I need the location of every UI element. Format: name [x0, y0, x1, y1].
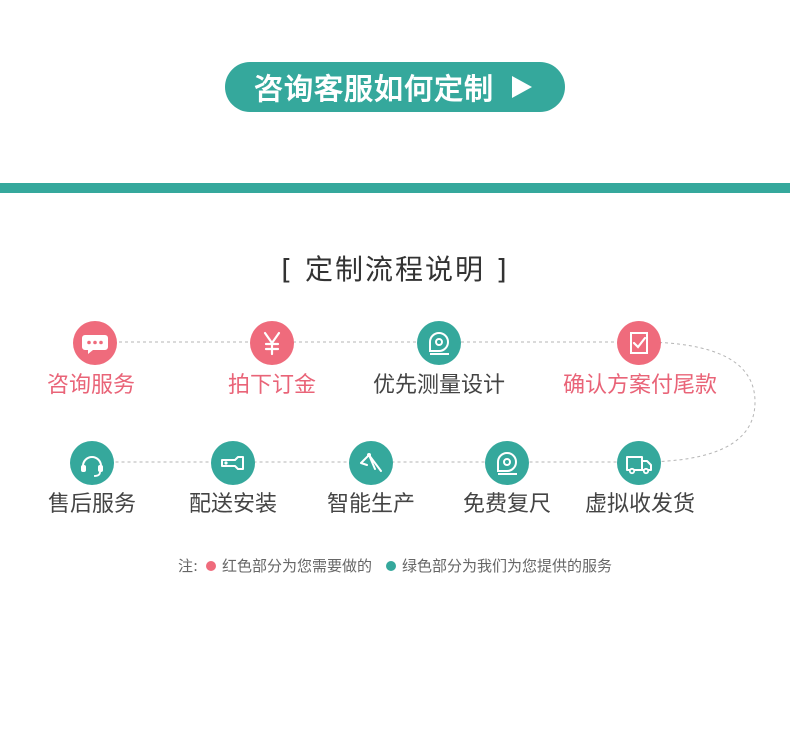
step-label-consult: 咨询服务 — [46, 373, 135, 398]
document-check-icon — [617, 321, 661, 365]
step-label-measure-design: 优先测量设计 — [372, 373, 505, 398]
divider-band — [0, 183, 790, 193]
cta-label: 咨询客服如何定制 — [253, 72, 494, 106]
measuring-tape-icon — [417, 321, 461, 365]
step-label-deposit: 拍下订金 — [227, 373, 316, 398]
legend-prefix: 注: — [177, 557, 199, 575]
play-arrow-icon — [512, 76, 532, 98]
legend-green-text: 绿色部分为我们为您提供的服务 — [402, 557, 613, 575]
section-title: [ 定制流程说明 ] — [281, 253, 509, 286]
measuring-tape-icon — [485, 441, 529, 485]
step-label-free-remeasure: 免费复尺 — [462, 492, 551, 517]
wrench-icon — [211, 441, 255, 485]
headset-icon — [70, 441, 114, 485]
step-label-confirm-pay: 确认方案付尾款 — [562, 373, 717, 398]
legend-red-text: 红色部分为您需要做的 — [222, 557, 373, 575]
step-label-smart-production: 智能生产 — [326, 492, 415, 517]
green-dot-icon — [386, 560, 397, 571]
yen-icon — [250, 321, 294, 365]
truck-icon — [617, 441, 661, 485]
machine-icon — [349, 441, 393, 485]
step-label-after-sales: 售后服务 — [47, 492, 136, 517]
step-label-virtual-shipping: 虚拟收发货 — [584, 492, 695, 517]
red-dot-icon — [206, 560, 217, 571]
consult-customize-button[interactable]: 咨询客服如何定制 — [225, 62, 565, 112]
step-label-delivery-install: 配送安装 — [188, 492, 277, 517]
legend-note: 注: 红色部分为您需要做的 绿色部分为我们为您提供的服务 — [0, 555, 790, 576]
chat-bubble-icon — [73, 321, 117, 365]
